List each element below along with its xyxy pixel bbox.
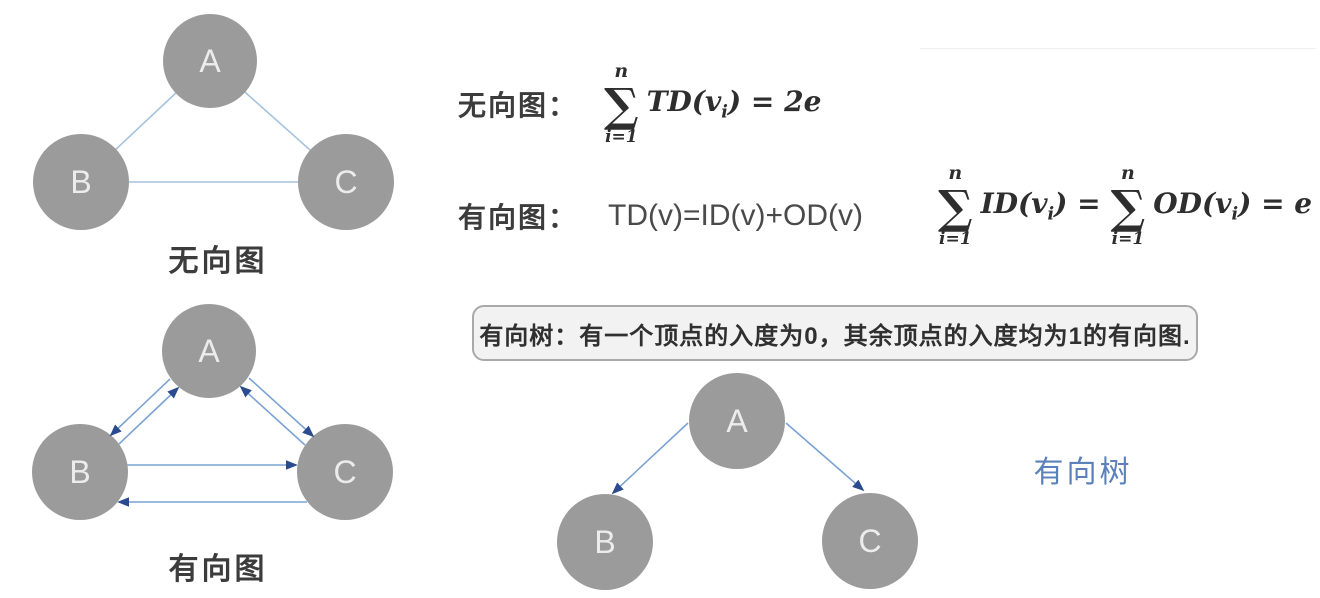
formula-undirected-row: 无向图： n ∑ i=1 TD(vi) = 2e xyxy=(458,62,821,146)
sigma-symbol: n ∑ i=1 xyxy=(1111,164,1146,248)
directed-tree-diagram: A B C xyxy=(557,373,918,590)
sigma-upper-bound: n xyxy=(1121,162,1135,184)
node-a xyxy=(162,304,256,398)
node-b xyxy=(32,424,128,520)
expr-subscript: i xyxy=(721,102,728,123)
faint-divider-line xyxy=(920,48,1316,49)
edge-b-to-a xyxy=(118,386,180,445)
formula-directed-row: 有向图： TD(v)=ID(v)+OD(v) xyxy=(458,196,863,236)
sigma-glyph: ∑ xyxy=(604,78,639,132)
formula-edge-sum-row: n ∑ i=1 ID(vi) = n ∑ i=1 OD(vi) = e xyxy=(938,164,1312,248)
node-c xyxy=(297,424,393,520)
node-a xyxy=(163,14,257,108)
sigma-glyph: ∑ xyxy=(1110,180,1146,234)
sigma-lower-bound: i=1 xyxy=(939,229,972,249)
formula-undirected-expression: TD(vi) = 2e xyxy=(647,85,822,123)
edge-a-to-c xyxy=(785,422,865,492)
directed-graph-caption: 有向图 xyxy=(168,553,268,586)
sigma-glyph: ∑ xyxy=(938,180,973,234)
undirected-graph-diagram: A B C xyxy=(33,14,394,230)
edge-a-to-b xyxy=(611,422,689,495)
edge-a-to-b xyxy=(109,378,171,437)
sigma-lower-bound: i=1 xyxy=(605,127,638,147)
expr-tail: ) = xyxy=(1054,187,1101,221)
sigma-symbol: n ∑ i=1 xyxy=(938,164,973,248)
sigma-symbol: n ∑ i=1 xyxy=(604,62,639,146)
directed-graph-diagram: A B C xyxy=(32,304,393,520)
undirected-graph-caption: 无向图 xyxy=(168,245,268,278)
node-a-label: A xyxy=(726,403,748,439)
node-b-label: B xyxy=(70,164,91,200)
expr-subscript: i xyxy=(1047,204,1055,225)
formula-undirected-label: 无向图： xyxy=(458,90,579,121)
formula-directed-expression: TD(v)=ID(v)+OD(v) xyxy=(608,199,863,232)
expr-body: TD(v xyxy=(646,85,722,119)
node-b-label: B xyxy=(594,524,615,560)
expr-body: ID(v xyxy=(980,187,1048,221)
node-c xyxy=(298,134,394,230)
expr-tail: ) = e xyxy=(1238,187,1313,221)
node-c-label: C xyxy=(333,454,356,490)
directed-tree-definition-box: 有向树：有一个顶点的入度为0，其余顶点的入度均为1的有向图. xyxy=(472,305,1198,361)
node-b xyxy=(557,494,653,590)
expr-body: OD(v xyxy=(1153,187,1232,221)
node-b xyxy=(33,134,129,230)
formula-directed-label: 有向图： xyxy=(458,202,579,233)
edge-c-to-a xyxy=(239,385,306,446)
outdegree-sum-expression: OD(vi) = e xyxy=(1153,187,1312,225)
indegree-sum-expression: ID(vi) = xyxy=(981,187,1101,225)
node-c xyxy=(822,493,918,589)
node-c-label: C xyxy=(858,523,881,559)
directed-tree-definition-text: 有向树：有一个顶点的入度为0，其余顶点的入度均为1的有向图. xyxy=(479,322,1191,350)
sigma-upper-bound: n xyxy=(948,162,963,184)
node-a xyxy=(689,373,785,469)
expr-tail: ) = 2e xyxy=(727,85,822,119)
expr-subscript: i xyxy=(1231,204,1239,225)
node-a-label: A xyxy=(198,333,220,369)
sigma-upper-bound: n xyxy=(614,60,629,82)
node-c-label: C xyxy=(334,164,357,200)
node-b-label: B xyxy=(69,454,90,490)
sigma-lower-bound: i=1 xyxy=(1111,229,1145,249)
node-a-label: A xyxy=(199,43,221,79)
edge-a-to-c xyxy=(248,377,315,438)
directed-tree-caption: 有向树 xyxy=(1033,456,1133,489)
